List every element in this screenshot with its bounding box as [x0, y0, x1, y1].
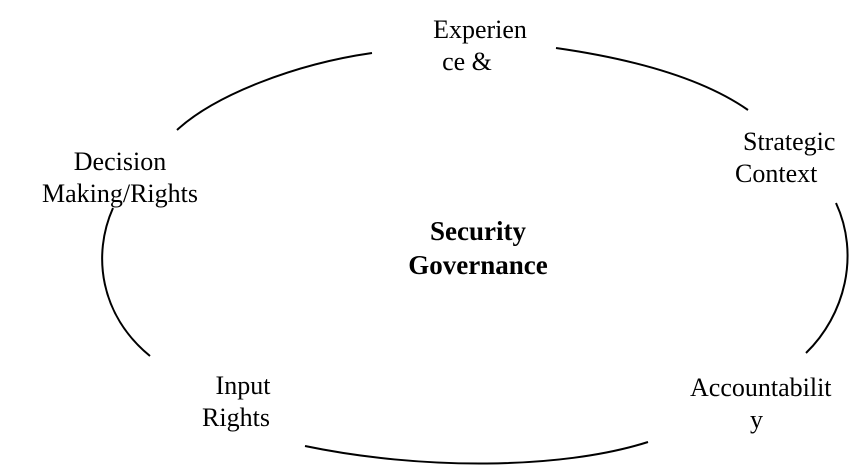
node-accountability-line1: Accountabilit: [690, 373, 832, 402]
node-decision-making: Decision Making/Rights: [20, 146, 220, 210]
node-accountability-line2: y: [750, 405, 763, 434]
center-label: Security Governance: [378, 214, 578, 282]
arc-input-to-decision: [101, 207, 151, 357]
node-strategic-context: Strategic Context: [735, 126, 850, 190]
node-input-line2: Rights: [202, 403, 270, 432]
node-experience-line2: ce &: [442, 47, 492, 76]
node-experience-line1: Experien: [433, 15, 527, 44]
center-line2: Governance: [408, 250, 548, 280]
node-strategic-line1: Strategic: [743, 127, 836, 156]
node-decision-line1: Decision: [73, 147, 167, 176]
arc-decision-to-experience: [176, 52, 373, 131]
arc-strategic-to-accountability: [805, 202, 849, 354]
node-accountability: Accountabilit y: [690, 372, 850, 436]
arc-experience-to-strategic: [555, 47, 749, 111]
center-line1: Security: [430, 216, 526, 246]
node-decision-line2: Making/Rights: [41, 179, 198, 208]
arc-accountability-to-input: [304, 441, 649, 465]
node-input-rights: Input Rights: [176, 370, 296, 434]
node-experience: Experien ce &: [400, 14, 560, 78]
node-input-line1: Input: [215, 371, 271, 400]
node-strategic-line2: Context: [735, 159, 818, 188]
